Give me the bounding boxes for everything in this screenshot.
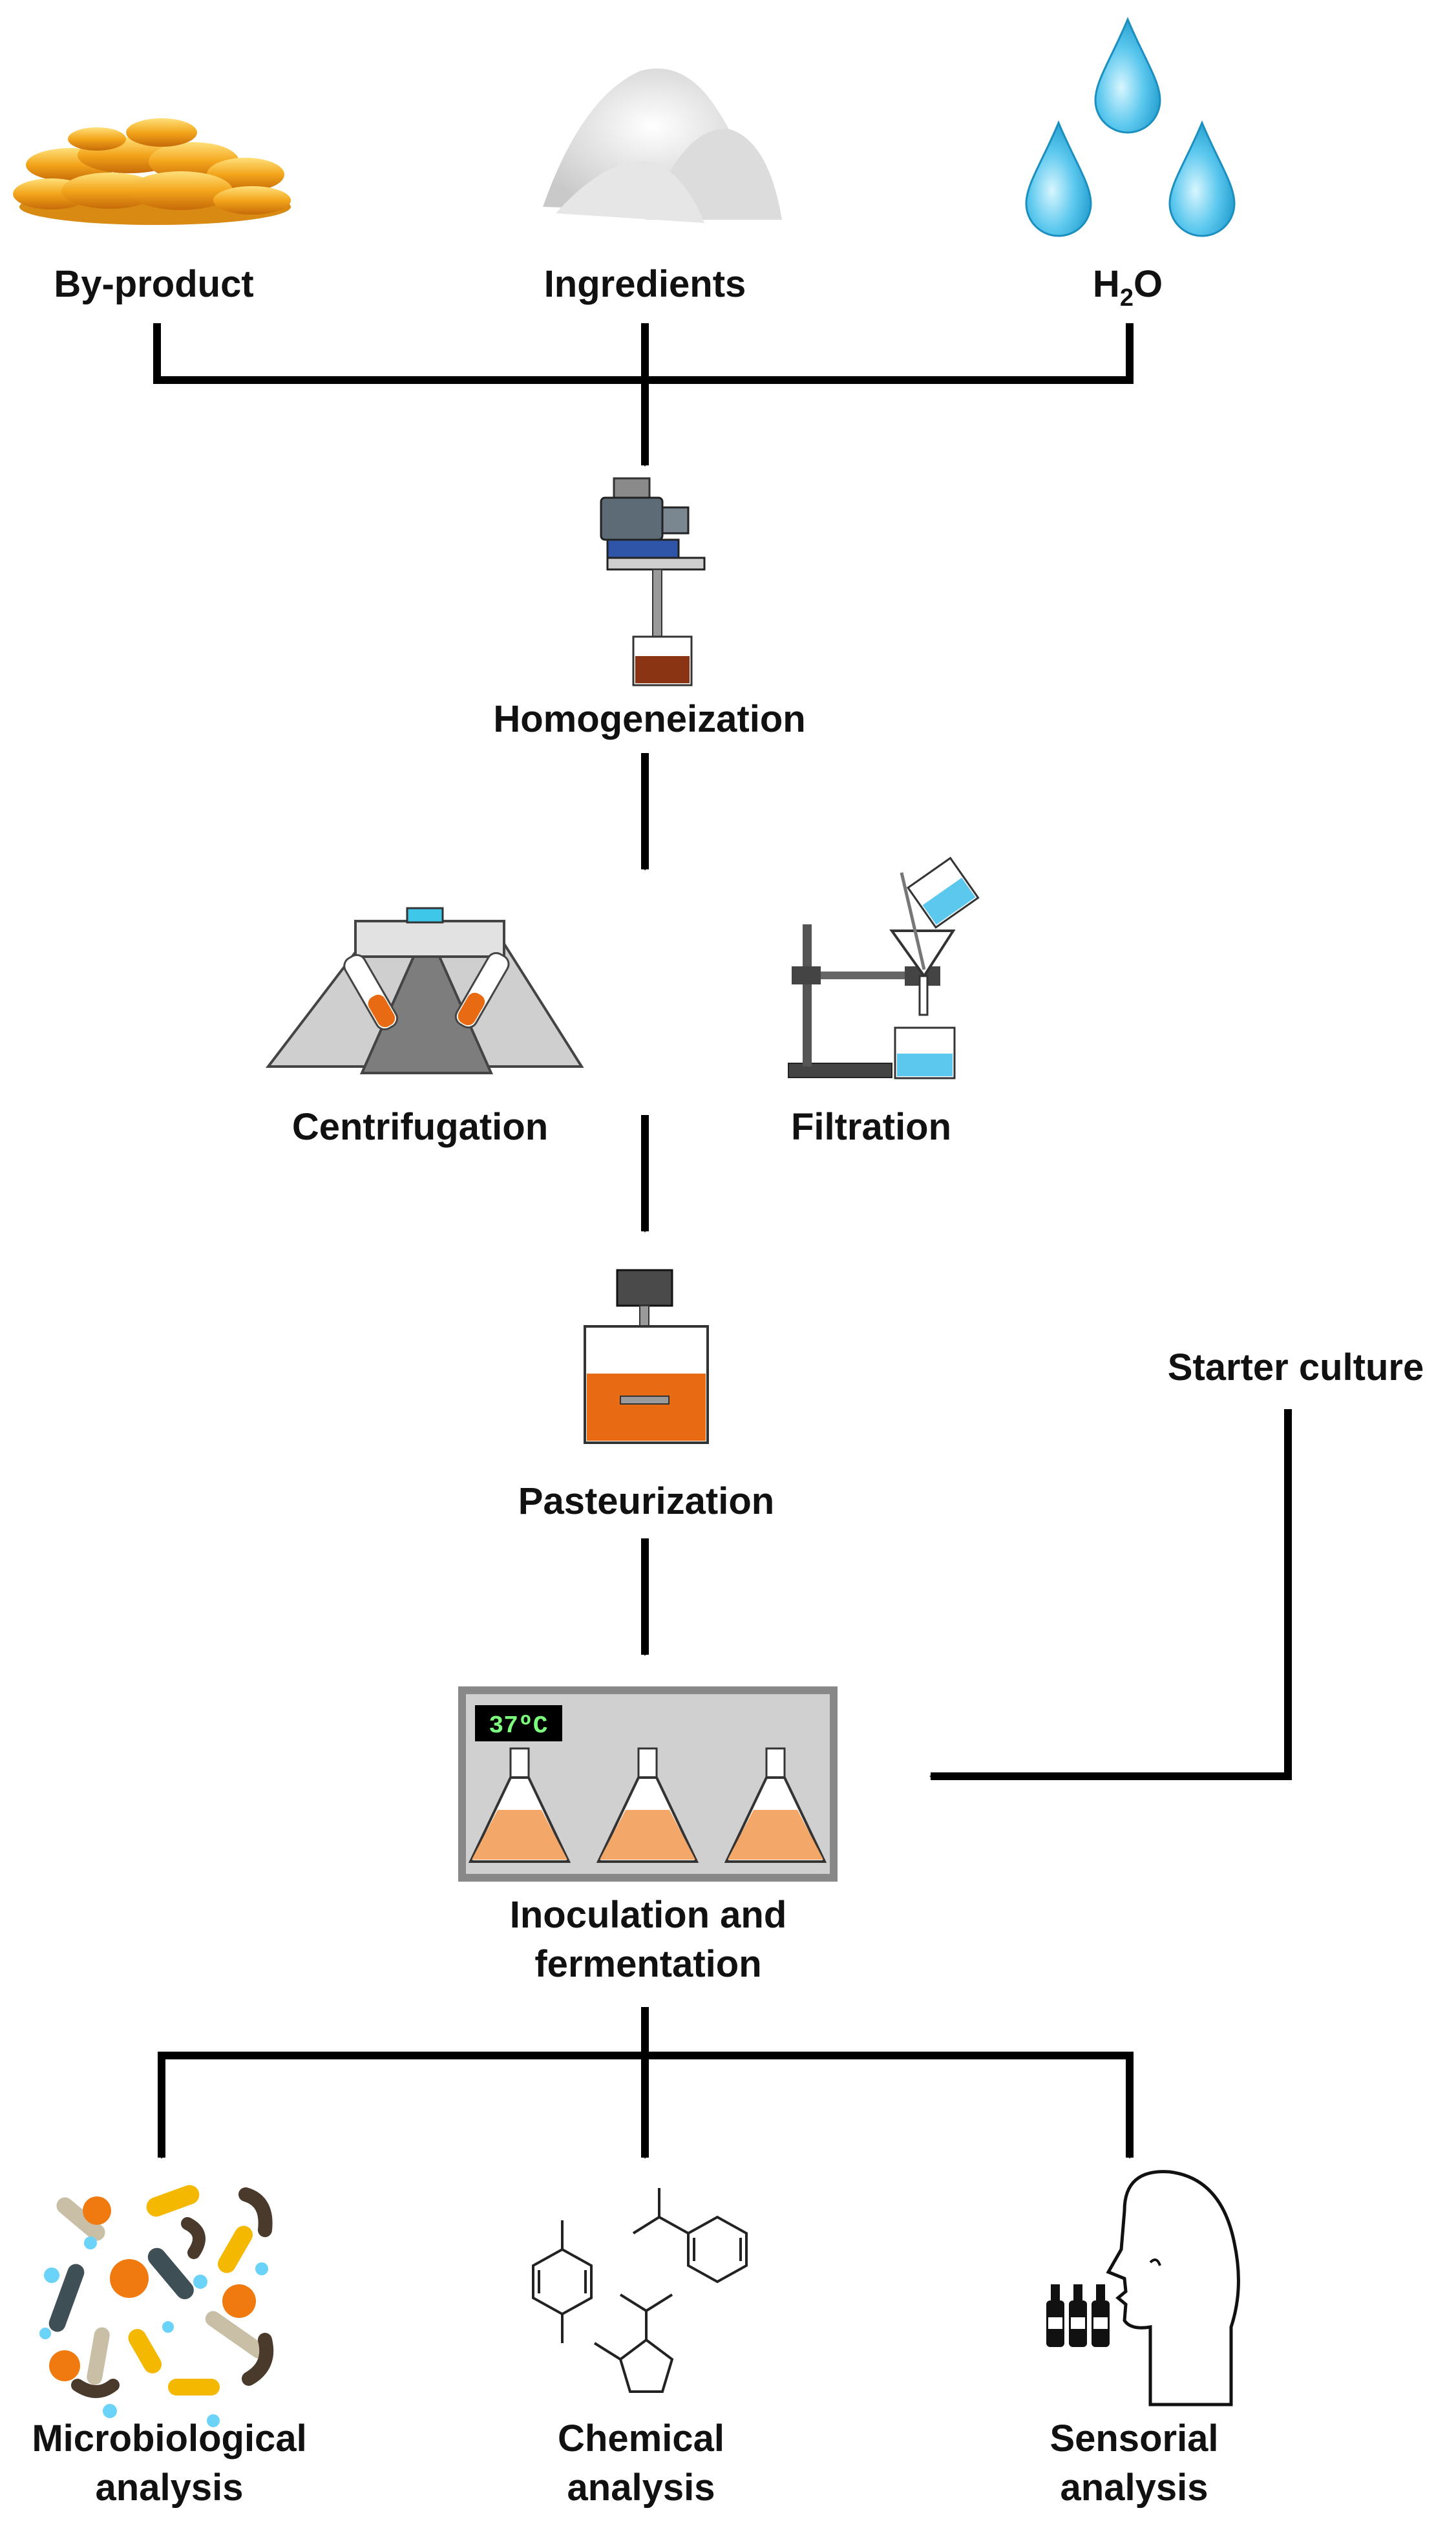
starter-culture-label: Starter culture bbox=[1167, 1346, 1424, 1388]
microbiological-label-line1: Microbiological bbox=[32, 2417, 307, 2459]
sensorial-label-line1: Sensorial bbox=[1050, 2417, 1219, 2459]
filtration-label: Filtration bbox=[790, 1106, 952, 1148]
head-and-bottles-icon bbox=[1046, 2170, 1240, 2406]
stirred-tank-icon bbox=[584, 1269, 709, 1444]
golden-flakes-icon bbox=[13, 118, 291, 225]
byproduct-label: By-product bbox=[54, 263, 254, 305]
water-drops-icon bbox=[1025, 17, 1236, 237]
inoculation-label-line2: fermentation bbox=[534, 1943, 762, 1985]
sensorial-analysis-label: Sensorial analysis bbox=[1050, 2414, 1218, 2512]
homogenizer-icon bbox=[600, 477, 706, 686]
chemical-label-line1: Chemical bbox=[558, 2417, 724, 2459]
pasteurization-label: Pasteurization bbox=[518, 1480, 775, 1522]
microbiological-analysis-label: Microbiological analysis bbox=[32, 2414, 306, 2512]
microbiological-label-line2: analysis bbox=[95, 2467, 244, 2509]
centrifuge-icon bbox=[265, 907, 584, 1074]
sensorial-label-line2: analysis bbox=[1060, 2467, 1208, 2509]
inoculation-label-line1: Inoculation and bbox=[509, 1894, 787, 1936]
flask bbox=[596, 1747, 699, 1863]
chemical-label-line2: analysis bbox=[567, 2467, 715, 2509]
white-powder-icon bbox=[543, 69, 782, 223]
connectors bbox=[153, 323, 1292, 2159]
homogenization-label: Homogeneization bbox=[493, 698, 806, 740]
inoculation-fermentation-label: Inoculation and fermentation bbox=[510, 1891, 787, 1989]
centrifugation-label: Centrifugation bbox=[291, 1106, 549, 1148]
water-label-main: H bbox=[1092, 263, 1120, 305]
chemical-analysis-label: Chemical analysis bbox=[558, 2414, 724, 2512]
microorganisms-icon bbox=[39, 2185, 274, 2427]
incubator-temperature-display: 37ºC bbox=[489, 1712, 547, 1740]
water-label: H2O bbox=[1092, 260, 1163, 312]
filtration-setup-icon bbox=[788, 856, 980, 1079]
chemical-structures-icon bbox=[532, 2188, 748, 2393]
connector-starter-culture bbox=[929, 1409, 1292, 1780]
water-label-tail: O bbox=[1133, 263, 1163, 305]
ingredients-label: Ingredients bbox=[543, 263, 746, 305]
incubator-flasks-icon bbox=[458, 1686, 838, 1882]
water-label-subscript: 2 bbox=[1119, 284, 1134, 312]
flask bbox=[468, 1747, 571, 1863]
flask bbox=[724, 1747, 827, 1863]
